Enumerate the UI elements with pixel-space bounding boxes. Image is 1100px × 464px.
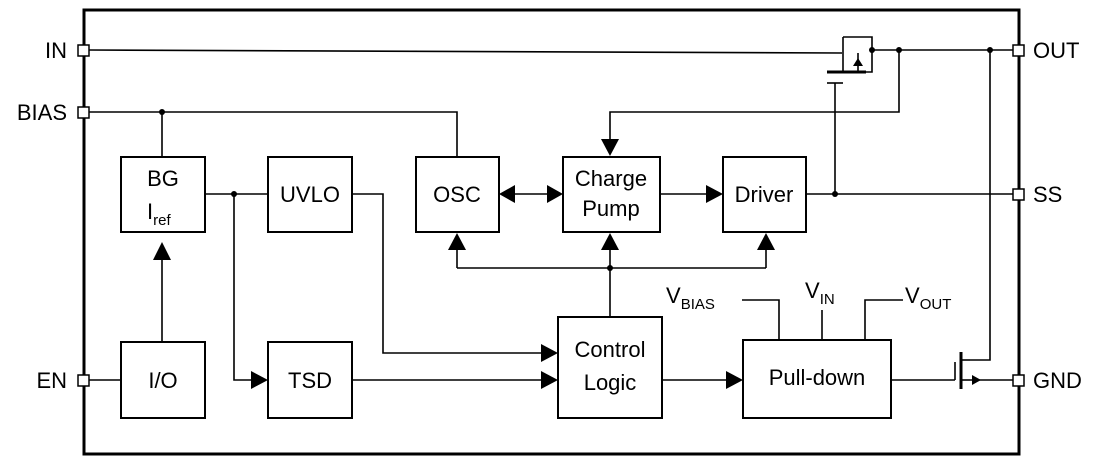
wire-vout	[864, 299, 903, 340]
junction-bus	[607, 265, 613, 271]
arrow-pd	[726, 371, 743, 389]
junction-out-fet	[987, 47, 993, 53]
pin-label-ss: SS	[1033, 182, 1062, 207]
io-label: I/O	[148, 368, 177, 393]
driver-label: Driver	[735, 182, 794, 207]
pass-mosfet-symbol	[827, 36, 873, 84]
arrow-cp-up	[601, 233, 619, 250]
block-uvlo: UVLO	[267, 156, 353, 233]
junctions	[159, 47, 993, 271]
pin-bias	[77, 106, 90, 119]
pin-label-bias: BIAS	[17, 100, 67, 125]
block-osc: OSC	[415, 156, 500, 233]
pin-label-out: OUT	[1033, 38, 1079, 63]
junction-gate	[832, 191, 838, 197]
arrow-bg	[153, 242, 171, 260]
pin-out	[1012, 44, 1025, 57]
arrow-cp-left	[547, 185, 563, 203]
arrow-driver	[706, 185, 723, 203]
charge-pump-label-2: Pump	[582, 196, 639, 221]
uvlo-label: UVLO	[280, 182, 340, 207]
vout-label: VOUT	[905, 283, 951, 313]
pins	[77, 44, 1025, 387]
control-logic-label-2: Logic	[584, 370, 637, 395]
pin-label-in: IN	[45, 38, 67, 63]
block-tsd: TSD	[267, 341, 353, 419]
wire-in	[88, 49, 843, 54]
wire-out-fet	[970, 50, 991, 361]
wire-vbias	[742, 299, 780, 340]
control-logic-label-1: Control	[575, 337, 646, 362]
arrow-driver-up	[757, 233, 775, 250]
block-pull-down: Pull-down	[742, 339, 892, 419]
junction-out-cp	[896, 47, 902, 53]
wires	[88, 49, 1013, 389]
pin-gnd	[1012, 374, 1025, 387]
arrow-ctrl-1	[541, 344, 558, 362]
block-charge-pump: Charge Pump	[562, 156, 661, 233]
wire-uvlo-ctrl	[352, 193, 548, 354]
chip-outline	[82, 8, 1021, 456]
vbias-label: VBIAS	[666, 283, 715, 313]
bg-label: BG	[147, 166, 179, 191]
block-driver: Driver	[722, 156, 807, 233]
block-control-logic: Control Logic	[557, 316, 663, 419]
pulldown-label: Pull-down	[769, 365, 866, 390]
iref-label: Iref	[147, 199, 171, 229]
block-bg-iref: BG Iref	[120, 156, 206, 233]
pin-ss	[1012, 188, 1025, 201]
charge-pump-label-1: Charge	[575, 166, 647, 191]
junction-bias	[159, 109, 165, 115]
wire-out-cp	[609, 50, 900, 140]
pin-en	[77, 374, 90, 387]
arrow-tsd	[251, 371, 268, 389]
pulldown-mosfet-symbol	[954, 352, 981, 389]
pin-label-gnd: GND	[1033, 368, 1082, 393]
block-io: I/O	[120, 341, 206, 419]
wire-bg-tsd	[233, 194, 258, 381]
arrow-ctrl-2	[541, 371, 558, 389]
pin-label-en: EN	[36, 368, 67, 393]
pin-in	[77, 44, 90, 57]
arrow-osc-up	[448, 233, 466, 250]
tsd-label: TSD	[288, 368, 332, 393]
arrow-cp-down	[601, 139, 619, 156]
junction-bg	[231, 191, 237, 197]
arrow-osc	[499, 185, 515, 203]
vin-label: VIN	[805, 278, 835, 308]
wire-bias	[89, 111, 458, 157]
osc-label: OSC	[433, 182, 481, 207]
